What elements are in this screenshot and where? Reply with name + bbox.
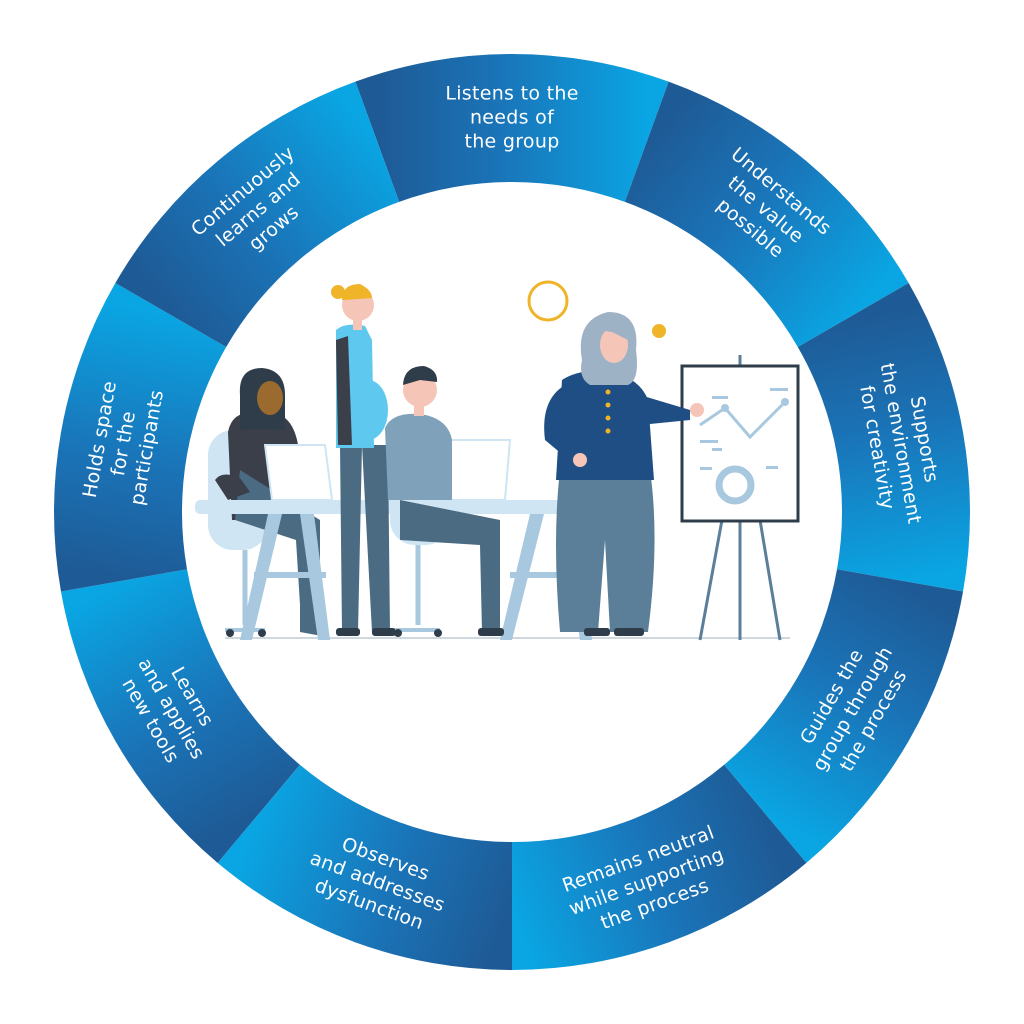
segment-label-line: Listens to the	[445, 83, 578, 105]
wheel-segment	[115, 81, 400, 347]
wheel-segment	[724, 569, 964, 863]
flip-chart-easel	[680, 355, 800, 641]
wheel-segment	[624, 81, 909, 347]
wheel-segment	[355, 54, 669, 202]
decorative-ring-icon	[527, 280, 569, 322]
wheel-segment	[60, 569, 300, 863]
wheel-segments	[54, 54, 971, 970]
seated-man-figure	[385, 366, 504, 637]
segment-label-line: the group	[464, 131, 559, 153]
presenting-woman-figure	[544, 312, 704, 636]
standing-woman-figure	[331, 284, 396, 636]
wheel-segment	[217, 764, 512, 970]
wheel-segment	[512, 764, 807, 970]
team-meeting-illustration	[195, 280, 800, 641]
wheel-segment	[54, 283, 227, 592]
segment-label-line: needs of	[470, 107, 555, 129]
wheel-segment	[797, 283, 971, 592]
decorative-dot-icon	[652, 324, 666, 338]
